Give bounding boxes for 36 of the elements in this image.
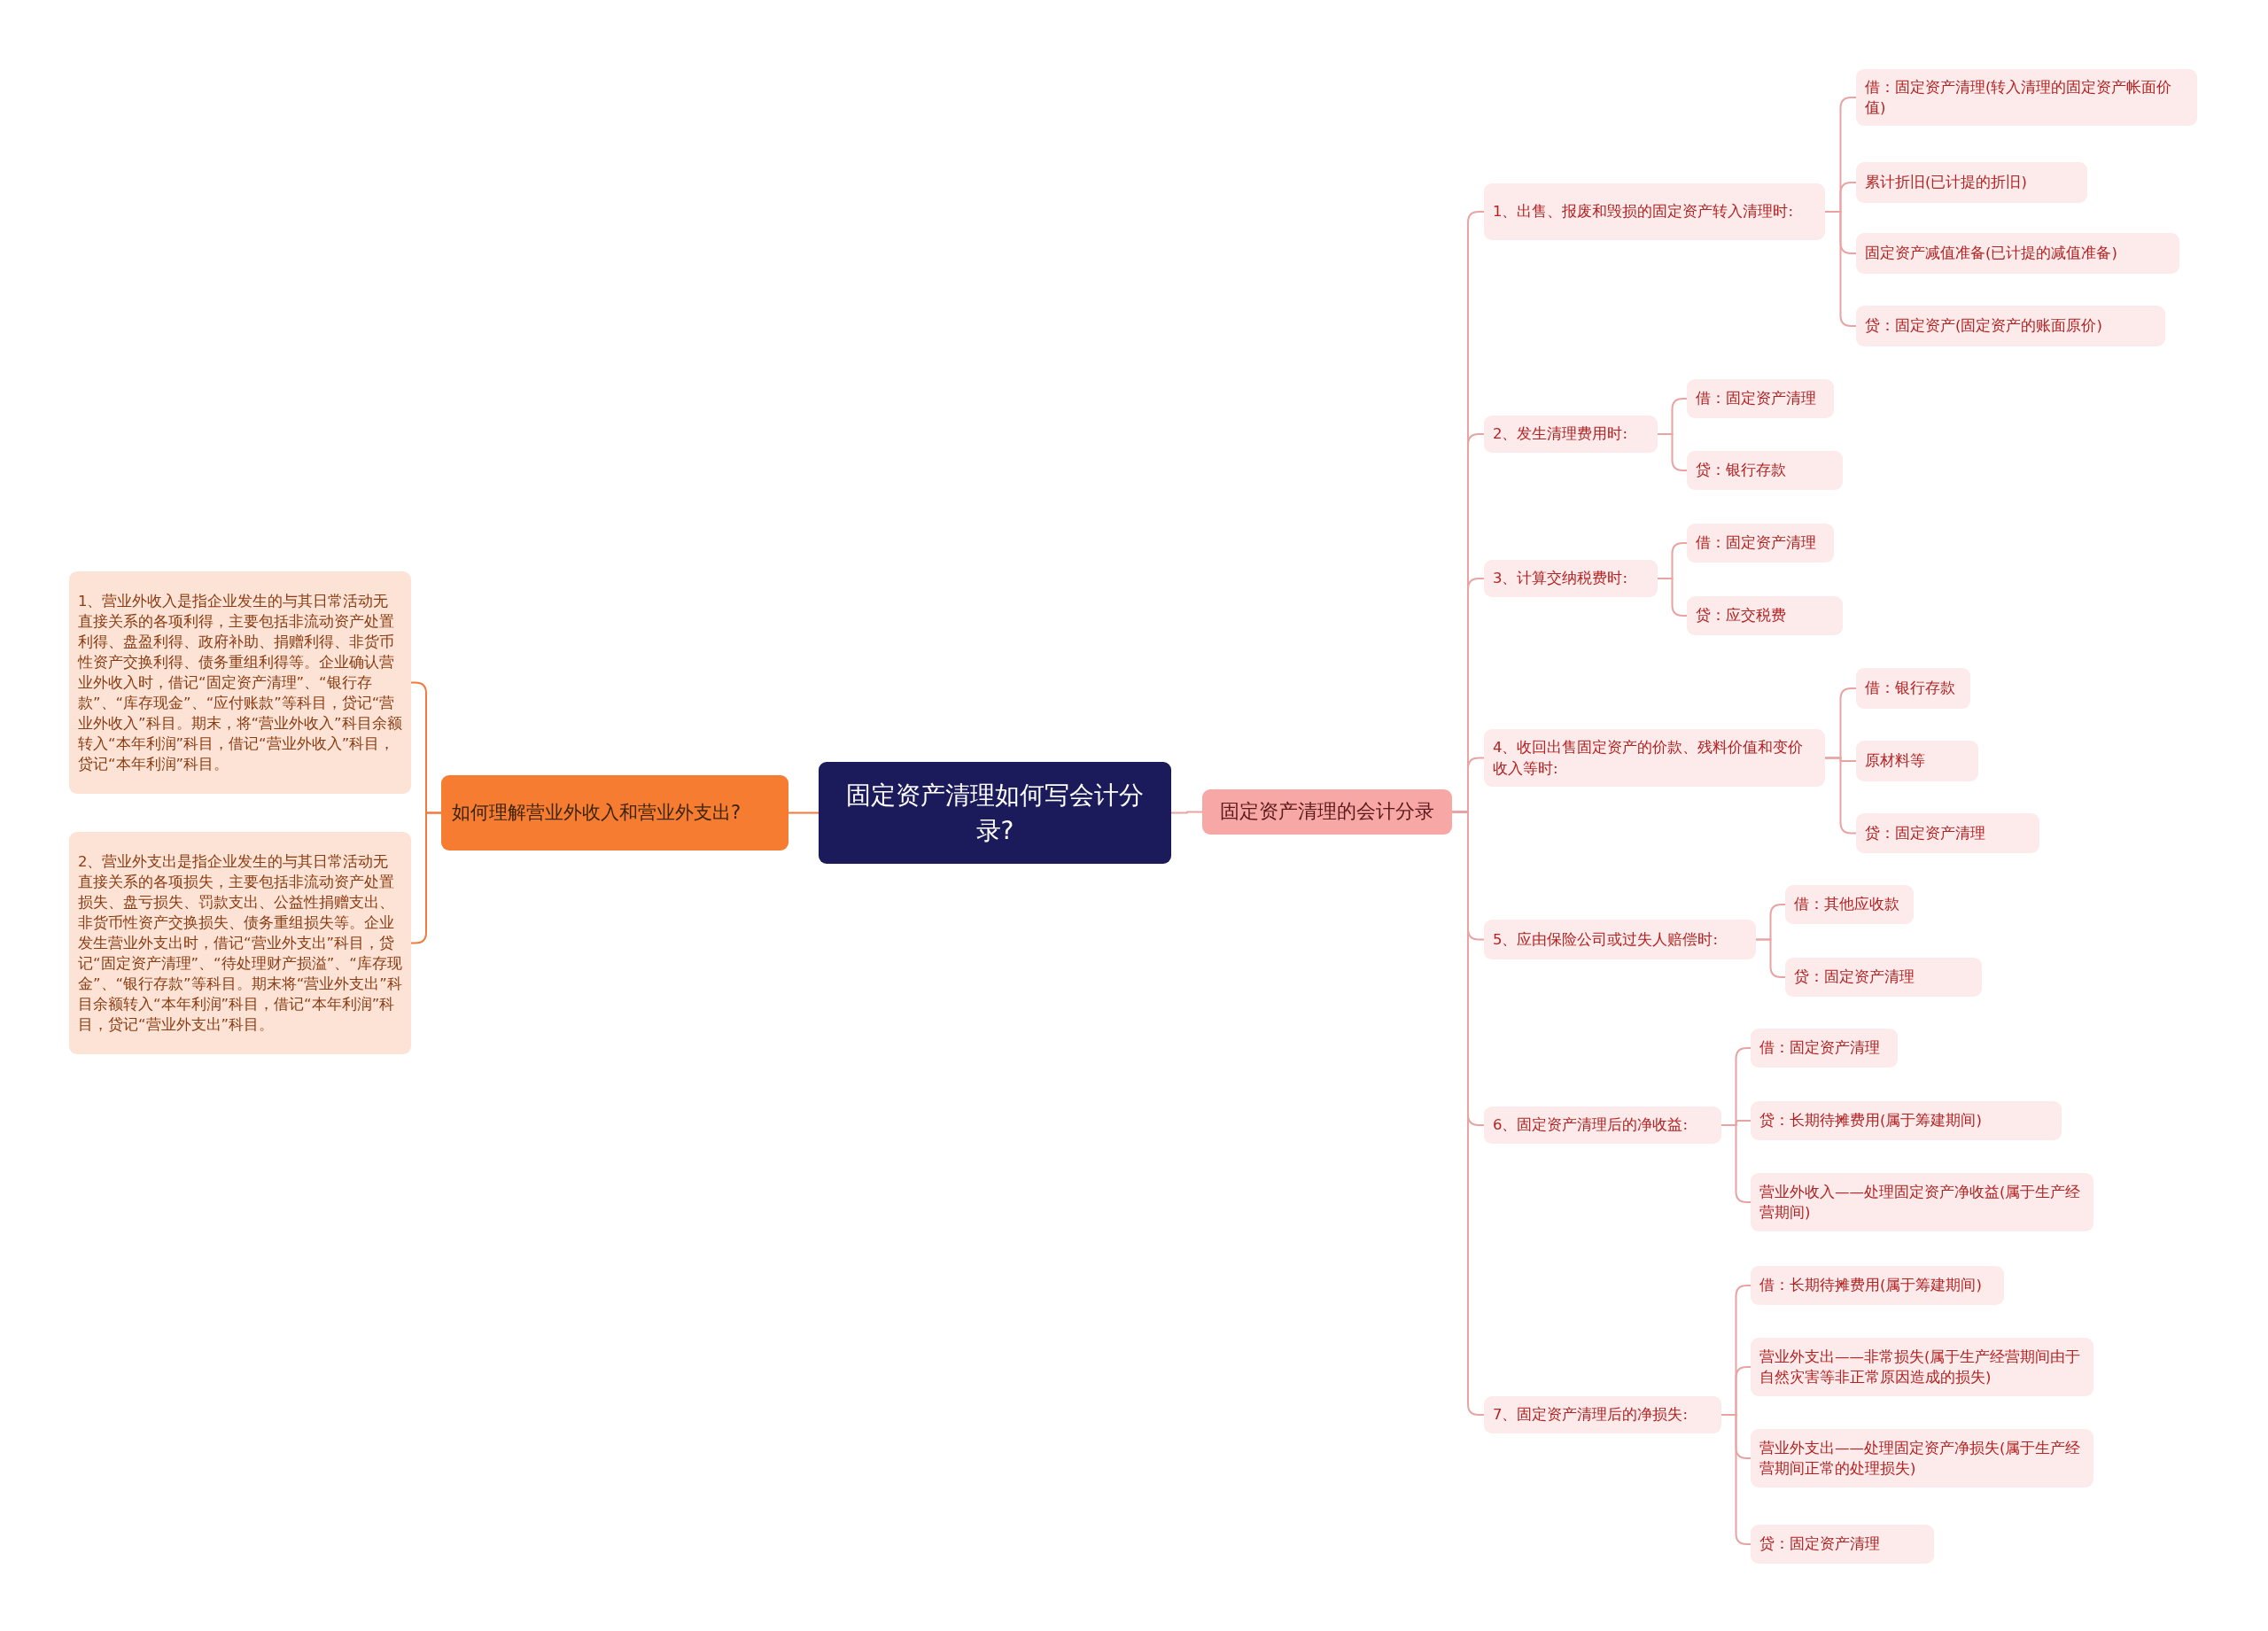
entry-box: 借：固定资产清理: [1751, 1029, 1898, 1068]
subtopic-box: 7、固定资产清理后的净损失:: [1484, 1396, 1721, 1433]
entry-box: 贷：固定资产(固定资产的账面原价): [1856, 306, 2165, 346]
connector-line: [1755, 938, 1786, 978]
entry-box: 营业外支出——非常损失(属于生产经营期间由于自然灾害等非正常原因造成的损失): [1751, 1338, 2093, 1396]
entry-box: 借：银行存款: [1856, 668, 1970, 709]
entry-box: 借：固定资产清理: [1687, 524, 1834, 563]
connector-line: [788, 812, 819, 814]
entry-box: 贷：固定资产清理: [1856, 813, 2039, 853]
entry-box: 原材料等: [1856, 741, 1978, 781]
entry-box: 借：固定资产清理: [1687, 379, 1834, 418]
note-box: 1、营业外收入是指企业发生的与其日常活动无直接关系的各项利得，主要包括非流动资产处置利得、盘盈利得、政府补助、捐赠利得、非货币性资产交换利得、债务重组利得等。企业确认营业外收入时，借记“固定资产清理”、“银行存款”、“库存现金”、“应付账款”等科目，贷记“营业外收入”科目。期末，将“营业外收入”科目余额转入“本年利润”科目，借记“营业外收入”科目，贷记“本年利润”科目。: [69, 571, 411, 794]
topic-box: 如何理解营业外收入和营业外支出?: [441, 775, 788, 850]
subtopic-box: 4、收回出售固定资产的价款、残料价值和变价收入等时:: [1484, 729, 1825, 787]
subtopic-box: 1、出售、报废和毁损的固定资产转入清理时:: [1484, 183, 1825, 240]
entry-box: 固定资产减值准备(已计提的减值准备): [1856, 233, 2179, 274]
entry-box: 借：长期待摊费用(属于筹建期间): [1751, 1266, 2004, 1305]
subtopic-box: 6、固定资产清理后的净收益:: [1484, 1107, 1721, 1144]
entry-box: 贷：长期待摊费用(属于筹建期间): [1751, 1101, 2062, 1140]
entry-box: 贷：固定资产清理: [1751, 1525, 1934, 1564]
entry-box: 营业外支出——处理固定资产净损失(属于生产经营期间正常的处理损失): [1751, 1429, 2093, 1487]
topic-box: 固定资产清理的会计分录: [1202, 789, 1452, 835]
entry-box: 借：其他应收款: [1785, 885, 1914, 924]
entry-box: 营业外收入——处理固定资产净收益(属于生产经营期间): [1751, 1173, 2093, 1231]
central-topic-box: 固定资产清理如何写会计分录?: [819, 762, 1171, 864]
subtopic-box: 5、应由保险公司或过失人赔偿时:: [1484, 920, 1756, 959]
entry-box: 贷：银行存款: [1687, 451, 1843, 490]
entry-box: 贷：固定资产清理: [1785, 958, 1982, 997]
subtopic-box: 3、计算交纳税费时:: [1484, 560, 1658, 597]
note-box: 2、营业外支出是指企业发生的与其日常活动无直接关系的各项损失，主要包括非流动资产处置损失、盘亏损失、罚款支出、公益性捐赠支出、非货币性资产交换损失、债务重组损失等。企业发生营业外支出时，借记“营业外支出”科目，贷记“固定资产清理”、“待处理财产损溢”、“库存现金”、“银行存款”等科目。期末将“营业外支出”科目余额转入“本年利润”科目，借记“本年利润”科目，贷记“营业外支出”科目。: [69, 832, 411, 1054]
entry-box: 贷：应交税费: [1687, 596, 1843, 635]
connector-line: [1657, 578, 1688, 617]
entry-box: 借：固定资产清理(转入清理的固定资产帐面价值): [1856, 69, 2197, 126]
subtopic-box: 2、发生清理费用时:: [1484, 416, 1658, 453]
entry-box: 累计折旧(已计提的折旧): [1856, 162, 2087, 203]
connector-line: [1170, 811, 1203, 814]
